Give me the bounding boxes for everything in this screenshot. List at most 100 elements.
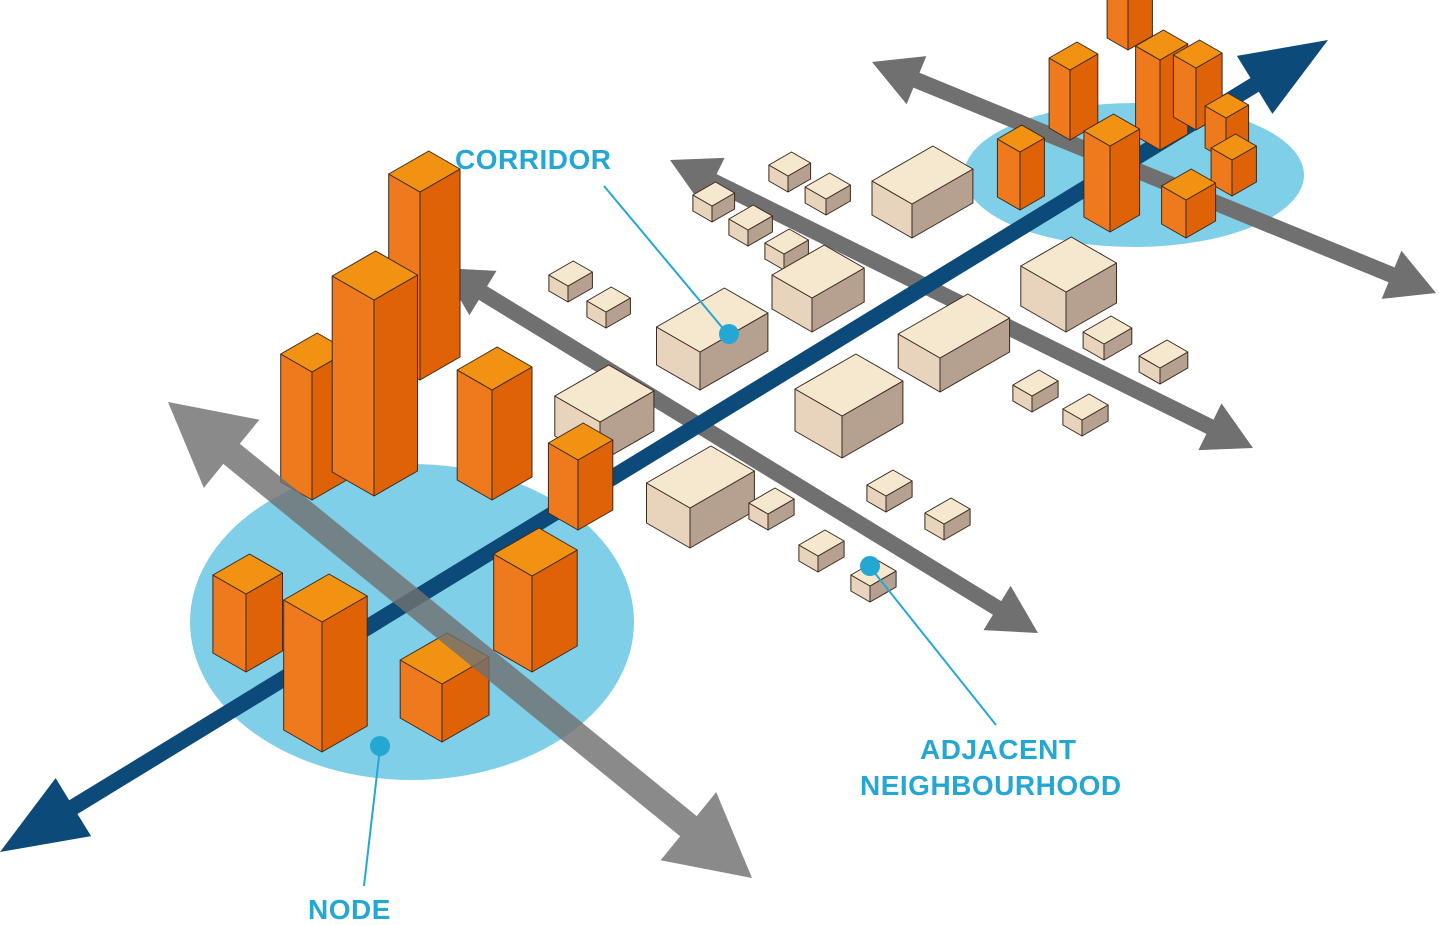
neighbourhood-building-16-top-face xyxy=(1012,369,1059,397)
neighbourhood-building-13 xyxy=(1138,339,1189,385)
sw-node-building-6 xyxy=(212,553,283,673)
neighbourhood-building-6 xyxy=(764,228,809,271)
ne-node-building-1-left-face xyxy=(1106,0,1129,51)
neighbourhood-building-4 xyxy=(692,181,736,223)
ne-node-building-2-left-face xyxy=(1048,57,1071,141)
neighbourhood-building-22-top-face xyxy=(748,487,795,515)
ne-node-building-4 xyxy=(996,124,1045,211)
neighbourhood-building-22 xyxy=(748,487,795,531)
neighbourhood-building-12-top-face xyxy=(1082,315,1133,345)
corridor-leader-line xyxy=(603,185,727,333)
neighbourhood-building-19-top-face xyxy=(794,353,904,417)
sw-node-building-3 xyxy=(331,250,418,497)
sw-node-building-3-left-face xyxy=(331,275,375,497)
neighbourhood-building-8 xyxy=(1020,236,1117,333)
sw-node-building-5 xyxy=(547,422,614,531)
neighbourhood-building-3-top-face xyxy=(871,145,974,205)
neighbourhood-building-18 xyxy=(646,445,755,549)
ne-node-building-5-top-face xyxy=(1172,39,1223,69)
sw-node-building-3-right-face xyxy=(373,274,418,497)
neighbourhood-building-15 xyxy=(897,293,1011,393)
ne-node-building-3-top-face xyxy=(1135,29,1189,61)
sw-node-building-7-left-face xyxy=(283,599,323,753)
neighbourhood-building-10-top-face xyxy=(586,286,631,313)
neighbourhood-building-11-top-face xyxy=(656,287,769,353)
adjacent-neighbourhood-label-line2: NEIGHBOURHOOD xyxy=(860,770,1122,801)
cross-street-arrow-southwest-node xyxy=(168,402,752,878)
ne-node-building-5 xyxy=(1172,39,1223,131)
neighbourhood-building-23 xyxy=(798,529,845,573)
neighbourhood-building-21-top-face xyxy=(924,497,971,525)
sw-node-building-7-right-face xyxy=(321,595,368,753)
sw-node-building-4-top-face xyxy=(456,346,533,391)
ne-node-building-8-top-face xyxy=(1083,113,1141,147)
adjacent-neighbourhood-label-line1: ADJACENT xyxy=(920,734,1077,765)
ne-node-building-7-top-face xyxy=(1210,133,1257,161)
neighbourhood-building-9 xyxy=(548,260,593,303)
sw-node-building-7-top-face xyxy=(283,573,368,623)
neighbourhood-building-16 xyxy=(1012,369,1059,413)
neighbourhood-building-23-top-face xyxy=(798,529,845,557)
node-label: NODE xyxy=(308,894,391,925)
neighbourhood-building-5 xyxy=(728,204,773,247)
corridor-label: CORRIDOR xyxy=(455,144,612,175)
cross-street-arrow-middle xyxy=(442,268,1038,633)
sw-node-building-4 xyxy=(456,346,533,501)
ne-node-building-7 xyxy=(1210,133,1257,197)
sw-node-building-6-top-face xyxy=(212,553,283,595)
neighbourhood-building-9-top-face xyxy=(548,260,593,287)
front-cross-street xyxy=(168,402,752,878)
sw-node-building-2-left-face xyxy=(280,353,313,501)
neighbourhood-building-11 xyxy=(656,287,769,391)
neighbourhood-building-14-top-face xyxy=(554,364,655,423)
neighbourhood-building-8-top-face xyxy=(1020,236,1117,293)
sw-node-building-3-top-face xyxy=(331,250,418,301)
neighbourhood-building-4-top-face xyxy=(692,181,736,207)
neighbourhood-building-17 xyxy=(1062,393,1109,437)
ne-node-building-9-top-face xyxy=(1161,168,1217,201)
neighbourhood-building-12 xyxy=(1082,315,1133,361)
ne-node-building-8-left-face xyxy=(1083,130,1111,233)
ne-node-building-1 xyxy=(1106,0,1153,51)
ne-node-building-8 xyxy=(1083,113,1141,233)
adjacent-neighbourhood-leader-line xyxy=(869,566,997,726)
neighbourhood-building-2-top-face xyxy=(804,172,851,200)
southwest-node-buildings xyxy=(212,150,614,753)
neighbourhood-building-2 xyxy=(804,172,851,216)
adjacent-neighbourhood-callout-dot xyxy=(860,556,880,576)
neighbourhood-building-15-top-face xyxy=(897,293,1011,359)
sw-node-building-8 xyxy=(493,527,578,673)
ne-node-building-9 xyxy=(1161,168,1217,239)
neighbourhood-building-18-top-face xyxy=(646,445,755,509)
neighbourhood-building-21 xyxy=(924,497,971,541)
neighbourhood-building-7 xyxy=(771,244,865,333)
sw-node-building-8-top-face xyxy=(493,527,578,577)
callouts xyxy=(363,185,997,887)
neighbourhood-building-17-top-face xyxy=(1062,393,1109,421)
neighbourhood-building-10 xyxy=(586,286,631,329)
node-leader-line xyxy=(363,747,381,887)
neighbourhood-building-1-top-face xyxy=(768,151,812,177)
northeast-node-buildings xyxy=(996,0,1257,239)
neighbourhood-building-19 xyxy=(794,353,904,459)
neighbourhood-building-3 xyxy=(871,145,974,239)
sw-node-building-4-left-face xyxy=(456,369,493,501)
neighbourhood-building-7-top-face xyxy=(771,244,865,299)
ne-node-building-8-right-face xyxy=(1109,128,1141,233)
ne-node-building-2-top-face xyxy=(1048,41,1099,71)
ne-node-building-4-top-face xyxy=(996,124,1045,153)
neighbourhood-building-20 xyxy=(866,469,913,513)
sw-node-building-5-top-face xyxy=(547,422,614,461)
sw-node-building-1-right-face xyxy=(419,168,461,381)
corridor-callout-dot xyxy=(719,324,739,344)
sw-node-building-1-top-face xyxy=(388,150,461,193)
ne-node-building-2 xyxy=(1048,41,1099,141)
node-callout-dot xyxy=(370,736,390,756)
neighbourhood-building-20-top-face xyxy=(866,469,913,497)
ne-node-building-6-top-face xyxy=(1204,92,1250,119)
neighbourhood-building-6-top-face xyxy=(764,228,809,255)
neighbourhood-building-5-top-face xyxy=(728,204,773,231)
cross-street-arrow-ne xyxy=(872,56,1436,299)
